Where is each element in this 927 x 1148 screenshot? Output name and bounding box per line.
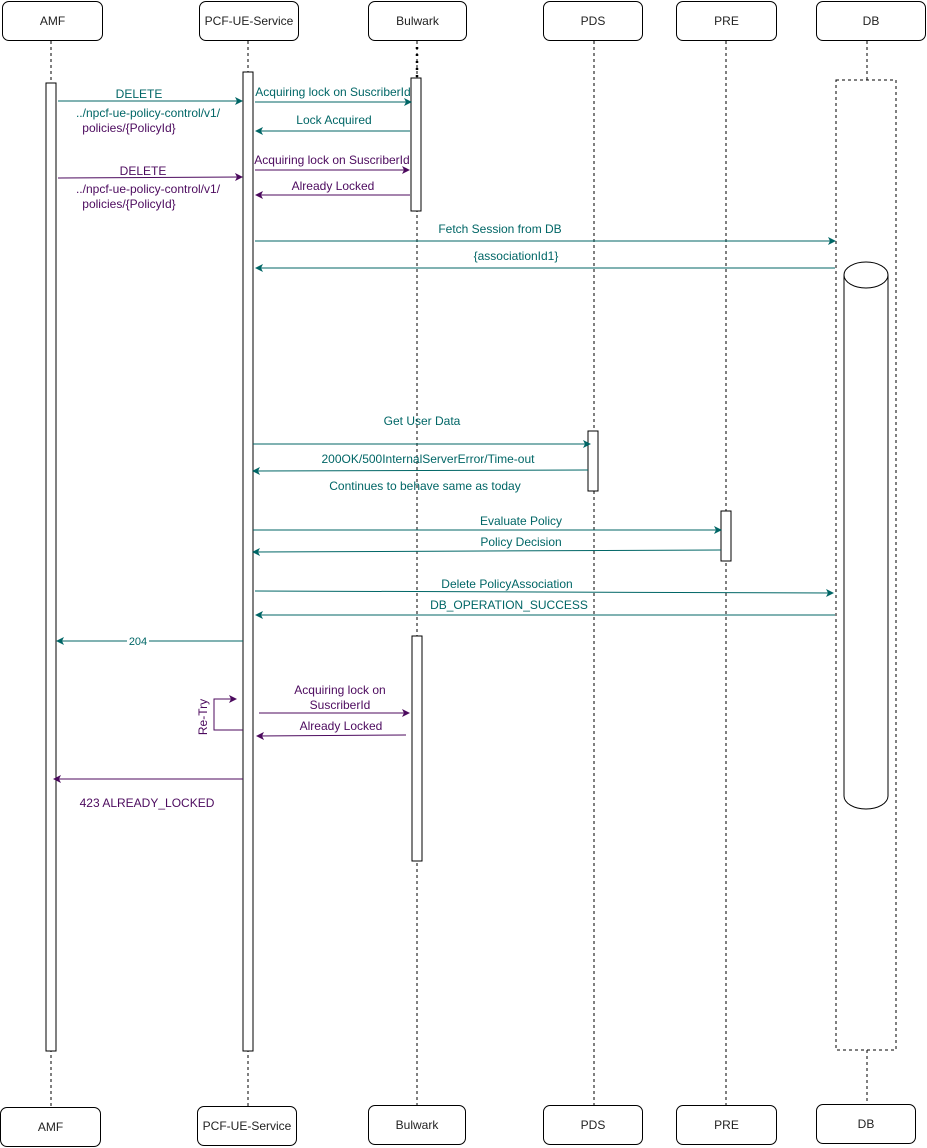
label-db-success: DB_OPERATION_SUCCESS: [430, 598, 588, 612]
label-fetch-session: Fetch Session from DB: [438, 222, 561, 236]
participant-pds-top: PDS: [543, 1, 643, 41]
label-lock-req-3-line-1: Acquiring lock on: [294, 683, 385, 697]
label-lock-acquired: Lock Acquired: [296, 113, 371, 127]
arrow-policy-decision: [252, 547, 722, 556]
label-lock-req-2: Acquiring lock on SuscriberId: [254, 153, 409, 167]
arrow-retry-loop: [213, 695, 243, 731]
label-delete-1-path-2: policies/{PolicyId}: [82, 121, 175, 135]
participant-pds-bottom: PDS: [543, 1105, 643, 1145]
db-cylinder: [843, 261, 889, 810]
participant-pcf-top: PCF-UE-Service: [199, 1, 299, 41]
amf-activation: [45, 82, 57, 1052]
participant-bulwark-bottom: Bulwark: [368, 1105, 466, 1145]
label-204: 204: [129, 636, 147, 648]
label-continues: Continues to behave same as today: [329, 479, 520, 493]
participant-pre-top: PRE: [676, 1, 777, 41]
label-delete-policy-assoc: Delete PolicyAssociation: [441, 577, 572, 591]
pre-activation: [720, 510, 732, 562]
bulwark-activation-2: [411, 635, 423, 862]
label-get-user-data: Get User Data: [384, 414, 461, 428]
label-delete-2-path-1: ../npcf-ue-policy-control/v1/: [76, 182, 221, 196]
label-delete-2-path-2: policies/{PolicyId}: [82, 197, 175, 211]
arrow-delete-2: [57, 173, 243, 182]
arrow-pds-response: [252, 466, 589, 475]
pds-activation: [587, 430, 599, 492]
label-already-locked-2: Already Locked: [300, 719, 383, 733]
participant-amf-bottom: AMF: [0, 1107, 101, 1147]
label-delete-1: DELETE: [116, 87, 163, 101]
participant-db-top: DB: [816, 1, 926, 41]
label-evaluate-policy: Evaluate Policy: [480, 514, 562, 528]
label-policy-decision: Policy Decision: [480, 535, 561, 549]
label-pds-response: 200OK/500InternalServerError/Time-out: [322, 452, 536, 466]
label-lock-req-3-line-2: SuscriberId: [310, 698, 371, 712]
participant-pcf-bottom: PCF-UE-Service: [197, 1106, 297, 1146]
label-retry: Re-Try: [196, 699, 210, 735]
arrow-delete-policy-assoc: [254, 588, 834, 597]
participant-pre-bottom: PRE: [676, 1105, 777, 1145]
label-already-locked-1: Already Locked: [292, 179, 375, 193]
participant-amf-top: AMF: [2, 1, 103, 41]
label-423: 423 ALREADY_LOCKED: [80, 796, 215, 810]
participant-db-bottom: DB: [816, 1104, 916, 1144]
participant-bulwark-top: Bulwark: [368, 1, 467, 41]
label-association-id: {associationId1}: [474, 249, 559, 263]
arrow-already-locked-2: [256, 731, 407, 740]
label-delete-1-path-1: ../npcf-ue-policy-control/v1/: [76, 106, 221, 120]
pcf-activation: [242, 71, 254, 1052]
label-lock-req-1: Acquiring lock on SuscriberId: [255, 85, 410, 99]
bulwark-activation-1: [410, 77, 422, 212]
label-delete-2: DELETE: [120, 164, 167, 178]
